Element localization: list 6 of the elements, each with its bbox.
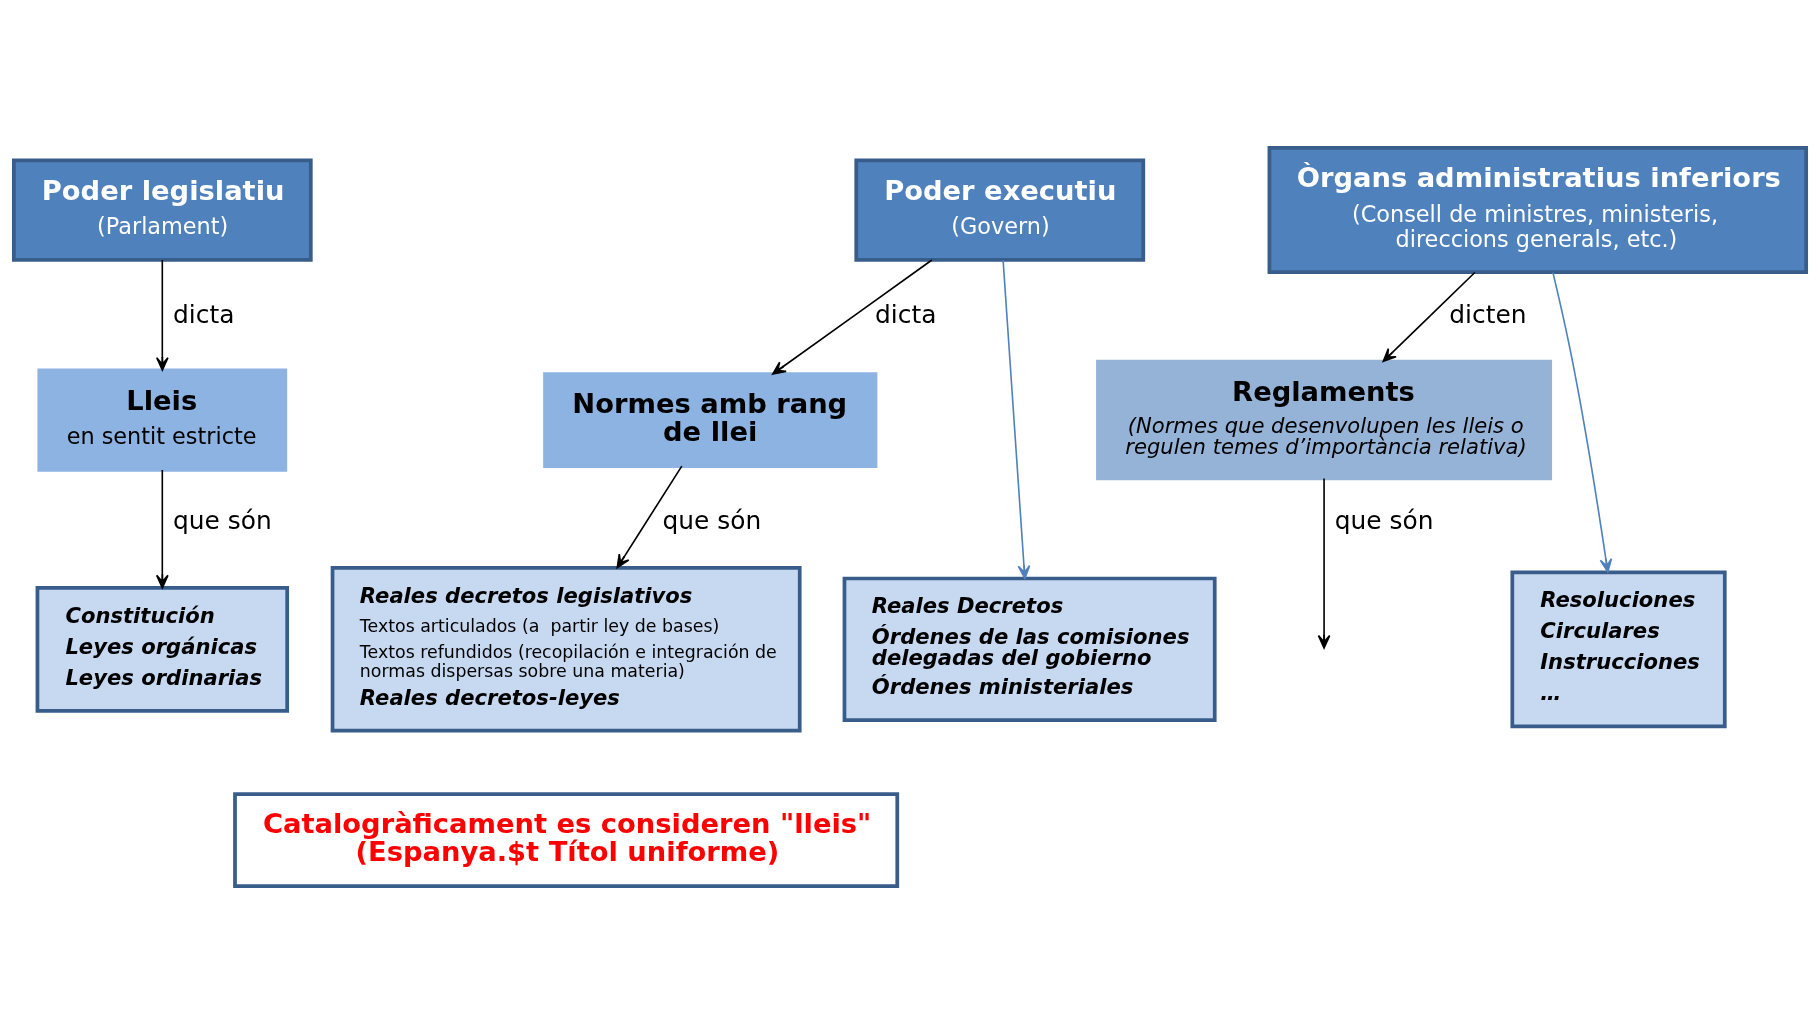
edge-label: dicta xyxy=(875,299,937,329)
edge-label: que són xyxy=(662,505,762,535)
edge-label: dicten xyxy=(1449,299,1527,329)
edge-label: que són xyxy=(1334,505,1434,535)
edge-label: que són xyxy=(173,505,272,535)
edge-label: dicta xyxy=(173,299,235,329)
